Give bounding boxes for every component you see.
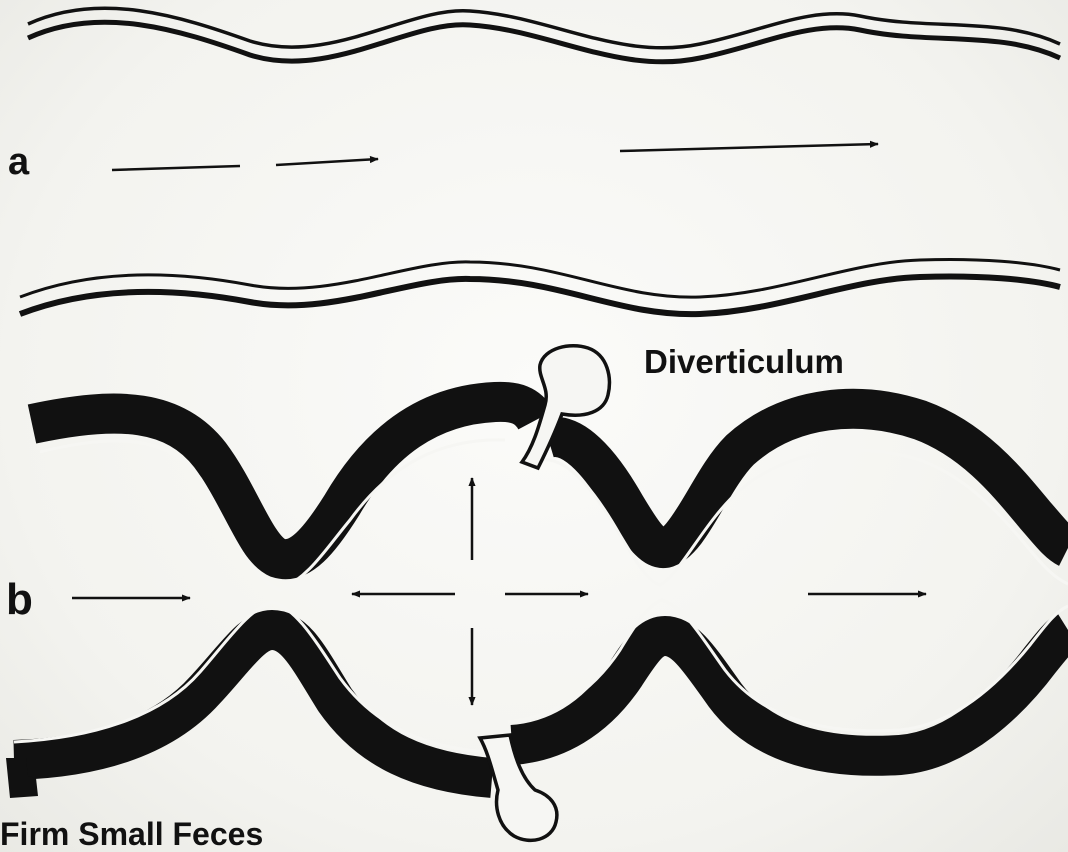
feces-label: Firm Small Feces bbox=[0, 818, 263, 850]
panel-a-lower-wall bbox=[20, 259, 1060, 314]
panel-a-normal-colon bbox=[20, 8, 1060, 314]
diverticulum-label: Diverticulum bbox=[644, 345, 844, 378]
panel-b-upper-wall-right bbox=[540, 409, 1068, 585]
panel-b-upper-wall-left bbox=[32, 402, 536, 590]
panel-a-label: a bbox=[8, 143, 29, 181]
panel-b-label: b bbox=[6, 578, 33, 622]
panel-a-arrow-left bbox=[276, 159, 378, 165]
panel-a-arrow-right bbox=[620, 144, 878, 151]
panel-a-flow-arrows bbox=[112, 144, 878, 170]
panel-a-upper-wall bbox=[28, 8, 1060, 62]
panel-a-arrow-dash bbox=[112, 166, 240, 170]
panel-b-lower-wall-right bbox=[508, 600, 1068, 756]
panel-b-lower-wall-left bbox=[14, 602, 492, 778]
panel-b-segmented-colon bbox=[6, 346, 1068, 841]
